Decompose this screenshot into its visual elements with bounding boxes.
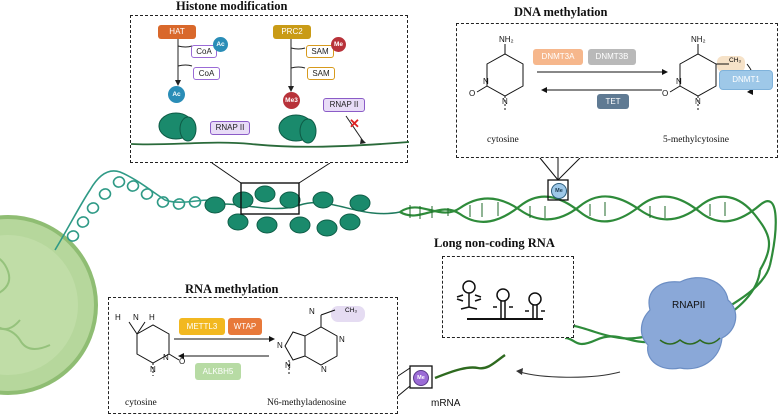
svg-text:N: N (150, 365, 156, 374)
dna-methylation-art: NH₂ N O N NH₂ N O N (469, 35, 755, 110)
svg-text:N: N (339, 335, 345, 344)
svg-text:N: N (285, 361, 291, 370)
rnap-chip-blocked: RNAP II (323, 98, 365, 112)
lncrna-panel (442, 256, 574, 338)
svg-text:N: N (502, 97, 508, 106)
tet-chip: TET (597, 94, 629, 109)
acetyl-mark-histone: Ac (168, 86, 185, 103)
lncrna-art (456, 280, 545, 320)
rna-methyl-marker: Me (413, 370, 429, 386)
svg-text:NH₂: NH₂ (499, 35, 514, 44)
rnapii-label: RNAPII (672, 300, 706, 311)
sam-chip-1: SAM (306, 45, 334, 58)
fiber-zoom-box (240, 182, 300, 215)
dna-methylation-panel: NH₂ N O N NH₂ N O N DNMT3A DNMT3B TET DN… (456, 23, 778, 158)
rna-methylation-title: RNA methylation (185, 282, 279, 296)
svg-text:N: N (309, 307, 315, 316)
svg-text:N: N (163, 353, 169, 362)
svg-text:H: H (149, 313, 155, 322)
svg-text:H: H (115, 313, 121, 322)
dna-rungs-upper (409, 202, 726, 219)
dnmt1-chip: DNMT1 (719, 70, 773, 90)
rna-ch3-label: CH₃ (345, 307, 358, 314)
sam-chip-2: SAM (307, 67, 335, 80)
chromatin-coil (54, 170, 211, 251)
histone-panel-art: ✕ (131, 38, 409, 148)
n6-methyladenosine-label: N6-methyladenosine (267, 398, 347, 408)
trimethyl-mark-histone: Me3 (283, 92, 300, 109)
methylcytosine-label: 5-methylcytosine (663, 135, 729, 145)
hat-chip: HAT (158, 25, 196, 39)
svg-text:N: N (483, 77, 489, 86)
rnapii-shape (640, 277, 737, 370)
mrna-strand (434, 354, 506, 380)
dnmt3a-chip: DNMT3A (533, 49, 583, 65)
dna-methyl-marker: Me (551, 183, 567, 199)
svg-text:NH₂: NH₂ (691, 35, 706, 44)
prc2-chip: PRC2 (273, 25, 311, 39)
dna-methylation-title: DNA methylation (514, 5, 608, 19)
svg-text:O: O (662, 89, 668, 98)
svg-text:N: N (676, 77, 682, 86)
svg-text:N: N (133, 313, 139, 322)
lncrna-title: Long non-coding RNA (434, 236, 555, 250)
svg-text:O: O (469, 89, 475, 98)
mrna-label: mRNA (431, 398, 461, 409)
acetyl-mark-1: Ac (213, 37, 228, 52)
rnap-chip-active: RNAP II (210, 121, 250, 135)
methyl-mark: Me (331, 37, 346, 52)
svg-text:N: N (695, 97, 701, 106)
cell-nucleus (0, 215, 98, 395)
ch3-label: CH₃ (729, 57, 742, 64)
svg-text:N: N (277, 341, 283, 350)
mettl3-chip: METTL3 (179, 318, 225, 335)
nucleosome-fiber (204, 185, 401, 237)
arrow-to-mrna (519, 371, 621, 378)
histone-panel: ✕ HAT CoA Ac CoA Ac PRC2 SAM Me SAM Me3 … (130, 15, 409, 163)
rna-cytosine-label: cytosine (125, 398, 157, 408)
rna-methylation-panel: H N H N O N N N N N N METTL3 WTAP ALKBH5… (108, 297, 398, 414)
alkbh5-chip: ALKBH5 (195, 363, 241, 380)
rna-methylation-art: H N H N O N N N N N N (115, 306, 365, 376)
svg-text:✕: ✕ (349, 116, 360, 131)
dnmt3b-chip: DNMT3B (588, 49, 636, 65)
wtap-chip: WTAP (228, 318, 262, 335)
dna-zoom-box (547, 179, 569, 201)
rna-zoom-box (409, 365, 433, 389)
histone-title: Histone modification (176, 0, 288, 13)
coa-chip-1: CoA (191, 45, 217, 58)
coa-chip-2: CoA (193, 67, 220, 80)
svg-text:N: N (321, 365, 327, 374)
cytosine-label: cytosine (487, 135, 519, 145)
dna-helix-upper (399, 195, 777, 271)
svg-text:O: O (179, 357, 185, 366)
